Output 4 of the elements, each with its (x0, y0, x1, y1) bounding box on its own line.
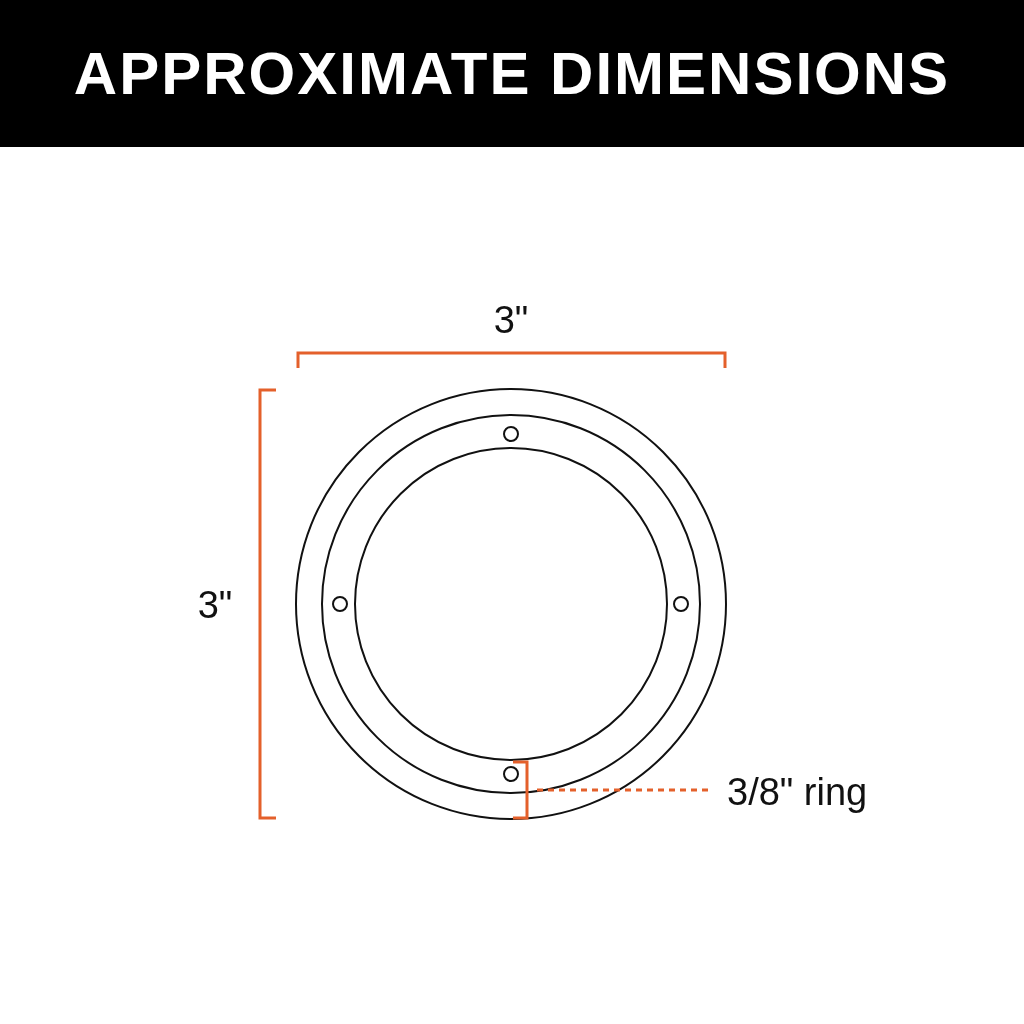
title: APPROXIMATE DIMENSIONS (72, 40, 952, 108)
dimension-label: 3/8" ring (727, 770, 868, 814)
dimension-label: 3" (196, 583, 234, 627)
dimension-label: 3" (492, 298, 530, 342)
